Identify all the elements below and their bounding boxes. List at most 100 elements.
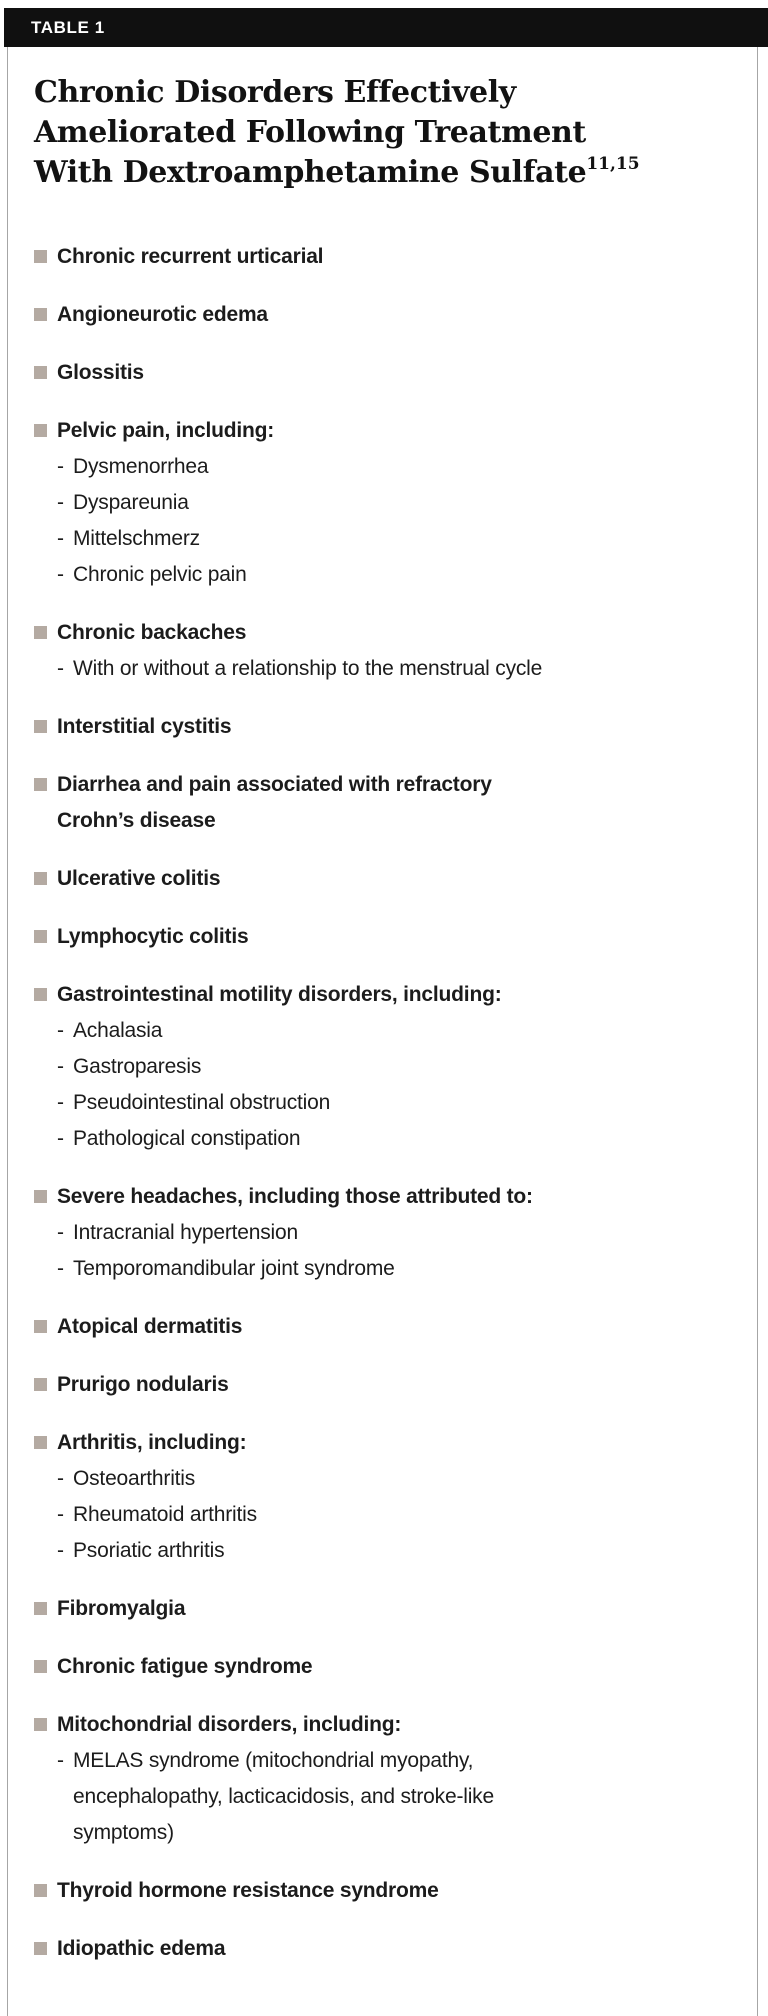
disorder-list: Chronic recurrent urticarial Angioneurot… <box>34 239 727 1967</box>
list-item-label: Thyroid hormone resistance syndrome <box>57 1879 439 1902</box>
list-item: Prurigo nodularis <box>34 1367 727 1403</box>
dash-bullet-icon: - <box>57 657 64 680</box>
table-number-header: TABLE 1 <box>4 8 768 47</box>
square-bullet-icon <box>34 424 47 437</box>
square-bullet-icon <box>34 1718 47 1731</box>
sub-list-item: - Temporomandibular joint syndrome <box>57 1251 727 1287</box>
list-item-label: Chronic fatigue syndrome <box>57 1655 313 1678</box>
sub-list-item: - Mittelschmerz <box>57 521 727 557</box>
list-item-content: Arthritis, including: - Osteoarthritis -… <box>57 1425 727 1569</box>
sub-list-item-label: Pathological constipation <box>73 1127 301 1150</box>
list-item: Ulcerative colitis <box>34 861 727 897</box>
sub-list-item-label: Osteoarthritis <box>73 1467 196 1490</box>
square-bullet-icon <box>34 930 47 943</box>
dash-bullet-icon: - <box>57 491 64 514</box>
list-item: Gastrointestinal motility disorders, inc… <box>34 977 727 1157</box>
list-item-label: Interstitial cystitis <box>57 715 232 738</box>
sub-list-item-label: Achalasia <box>73 1019 163 1042</box>
list-item-content: Chronic fatigue syndrome <box>57 1649 727 1685</box>
reference-superscript: 11,15 <box>586 154 640 174</box>
list-item-content: Chronic backaches - With or without a re… <box>57 615 727 687</box>
dash-bullet-icon: - <box>57 1749 64 1772</box>
list-item-content: Lymphocytic colitis <box>57 919 727 955</box>
square-bullet-icon <box>34 1602 47 1615</box>
list-item: Pelvic pain, including: - Dysmenorrhea -… <box>34 413 727 593</box>
square-bullet-icon <box>34 1436 47 1449</box>
list-item-label: Lymphocytic colitis <box>57 925 249 948</box>
list-item: Fibromyalgia <box>34 1591 727 1627</box>
table-title: Chronic Disorders Effectively Ameliorate… <box>34 73 727 193</box>
table-title-text: Chronic Disorders Effectively Ameliorate… <box>34 75 587 190</box>
list-item-label: Mitochondrial disorders, including: <box>57 1713 402 1736</box>
list-item-label: Severe headaches, including those attrib… <box>57 1185 533 1208</box>
dash-bullet-icon: - <box>57 563 64 586</box>
list-item-content: Thyroid hormone resistance syndrome <box>57 1873 727 1909</box>
square-bullet-icon <box>34 720 47 733</box>
list-item-content: Fibromyalgia <box>57 1591 727 1627</box>
square-bullet-icon <box>34 1320 47 1333</box>
list-item: Interstitial cystitis <box>34 709 727 745</box>
list-item-content: Atopical dermatitis <box>57 1309 727 1345</box>
list-item-label: Fibromyalgia <box>57 1597 186 1620</box>
sub-list-item: - Psoriatic arthritis <box>57 1533 727 1569</box>
sub-list-item: - With or without a relationship to the … <box>57 651 727 687</box>
list-item: Lymphocytic colitis <box>34 919 727 955</box>
list-item-content: Diarrhea and pain associated with refrac… <box>57 767 727 839</box>
list-item-content: Chronic recurrent urticarial <box>57 239 727 275</box>
sub-list-item-label: With or without a relationship to the me… <box>73 657 543 680</box>
sub-list-item: - Rheumatoid arthritis <box>57 1497 727 1533</box>
list-item-content: Severe headaches, including those attrib… <box>57 1179 727 1287</box>
list-item-label: Arthritis, including: <box>57 1431 247 1454</box>
sub-list-item: - Pseudointestinal obstruction <box>57 1085 727 1121</box>
dash-bullet-icon: - <box>57 1539 64 1562</box>
list-item: Diarrhea and pain associated with refrac… <box>34 767 727 839</box>
list-item-label: Prurigo nodularis <box>57 1373 229 1396</box>
list-item-content: Pelvic pain, including: - Dysmenorrhea -… <box>57 413 727 593</box>
list-item-label: Diarrhea and pain associated with refrac… <box>57 773 492 832</box>
list-item: Mitochondrial disorders, including: - ME… <box>34 1707 727 1851</box>
sub-list-item: - Achalasia <box>57 1013 727 1049</box>
square-bullet-icon <box>34 1884 47 1897</box>
list-item: Severe headaches, including those attrib… <box>34 1179 727 1287</box>
list-item: Glossitis <box>34 355 727 391</box>
dash-bullet-icon: - <box>57 1503 64 1526</box>
list-item-content: Glossitis <box>57 355 727 391</box>
sub-list-item-label: Chronic pelvic pain <box>73 563 247 586</box>
list-item: Idiopathic edema <box>34 1931 727 1967</box>
dash-bullet-icon: - <box>57 1257 64 1280</box>
sub-list-item-label: Dyspareunia <box>73 491 189 514</box>
dash-bullet-icon: - <box>57 1127 64 1150</box>
dash-bullet-icon: - <box>57 527 64 550</box>
list-item-content: Angioneurotic edema <box>57 297 727 333</box>
dash-bullet-icon: - <box>57 1091 64 1114</box>
dash-bullet-icon: - <box>57 1467 64 1490</box>
list-item-label: Gastrointestinal motility disorders, inc… <box>57 983 502 1006</box>
square-bullet-icon <box>34 1378 47 1391</box>
list-item: Chronic backaches - With or without a re… <box>34 615 727 687</box>
list-item-label: Chronic recurrent urticarial <box>57 245 324 268</box>
sub-list-item-label: Dysmenorrhea <box>73 455 209 478</box>
list-item: Arthritis, including: - Osteoarthritis -… <box>34 1425 727 1569</box>
sub-list-item-label: Temporomandibular joint syndrome <box>73 1257 395 1280</box>
list-item: Angioneurotic edema <box>34 297 727 333</box>
table-body-box: Chronic Disorders Effectively Ameliorate… <box>7 47 758 2016</box>
list-item-content: Idiopathic edema <box>57 1931 727 1967</box>
square-bullet-icon <box>34 988 47 1001</box>
sub-list-item: - Osteoarthritis <box>57 1461 727 1497</box>
square-bullet-icon <box>34 1190 47 1203</box>
list-item-label: Idiopathic edema <box>57 1937 226 1960</box>
sub-list-item-label: Mittelschmerz <box>73 527 200 550</box>
list-item: Chronic fatigue syndrome <box>34 1649 727 1685</box>
dash-bullet-icon: - <box>57 1019 64 1042</box>
sub-list-item-label: Psoriatic arthritis <box>73 1539 225 1562</box>
list-item: Atopical dermatitis <box>34 1309 727 1345</box>
dash-bullet-icon: - <box>57 1055 64 1078</box>
list-item: Thyroid hormone resistance syndrome <box>34 1873 727 1909</box>
list-item-content: Ulcerative colitis <box>57 861 727 897</box>
sub-list-item: - Dyspareunia <box>57 485 727 521</box>
list-item-label: Atopical dermatitis <box>57 1315 243 1338</box>
list-item-label: Ulcerative colitis <box>57 867 221 890</box>
square-bullet-icon <box>34 366 47 379</box>
square-bullet-icon <box>34 872 47 885</box>
